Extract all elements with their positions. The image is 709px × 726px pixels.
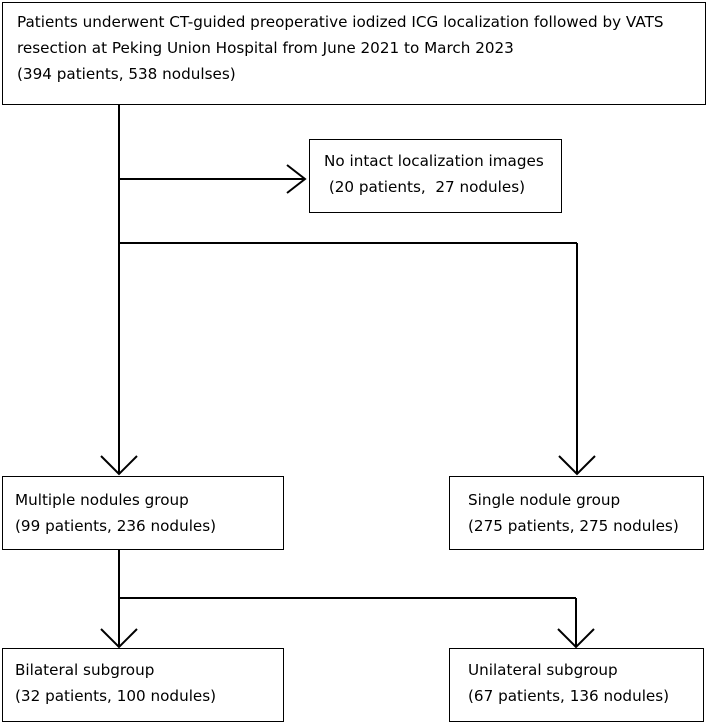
unilateral-box-line: (67 patients, 136 nodules) <box>468 687 670 705</box>
unilateral-subgroup-box: Unilateral subgroup (67 patients, 136 no… <box>449 648 704 722</box>
multiple-box-line: Multiple nodules group <box>15 491 189 509</box>
unilateral-arrowhead <box>557 628 595 649</box>
bilateral-box-line: (32 patients, 100 nodules) <box>15 687 217 705</box>
exclusion-box-line: (20 patients, 27 nodules) <box>324 178 526 196</box>
single-box-line: Single nodule group <box>468 491 621 509</box>
unilateral-box-line: Unilateral subgroup <box>468 661 618 679</box>
single-arrowhead <box>558 455 596 476</box>
top-box-line: resection at Peking Union Hospital from … <box>17 39 514 57</box>
exclusion-box: No intact localization images (20 patien… <box>309 139 562 213</box>
top-box-line: Patients underwent CT-guided preoperativ… <box>17 13 664 31</box>
bilateral-subgroup-box: Bilateral subgroup (32 patients, 100 nod… <box>2 648 284 722</box>
bilateral-box-line: Bilateral subgroup <box>15 661 155 679</box>
multiple-nodules-box: Multiple nodules group (99 patients, 236… <box>2 476 284 550</box>
top-box-population: Patients underwent CT-guided preoperativ… <box>2 2 706 105</box>
single-nodule-box: Single nodule group (275 patients, 275 n… <box>449 476 704 550</box>
exclusion-arrowhead <box>286 164 307 194</box>
multiple-arrowhead <box>100 455 138 476</box>
exclusion-box-line: No intact localization images <box>324 152 544 170</box>
top-box-line: (394 patients, 538 nodulses) <box>17 65 236 83</box>
bilateral-arrowhead <box>100 628 138 649</box>
multiple-box-line: (99 patients, 236 nodules) <box>15 517 217 535</box>
single-box-line: (275 patients, 275 nodules) <box>468 517 679 535</box>
